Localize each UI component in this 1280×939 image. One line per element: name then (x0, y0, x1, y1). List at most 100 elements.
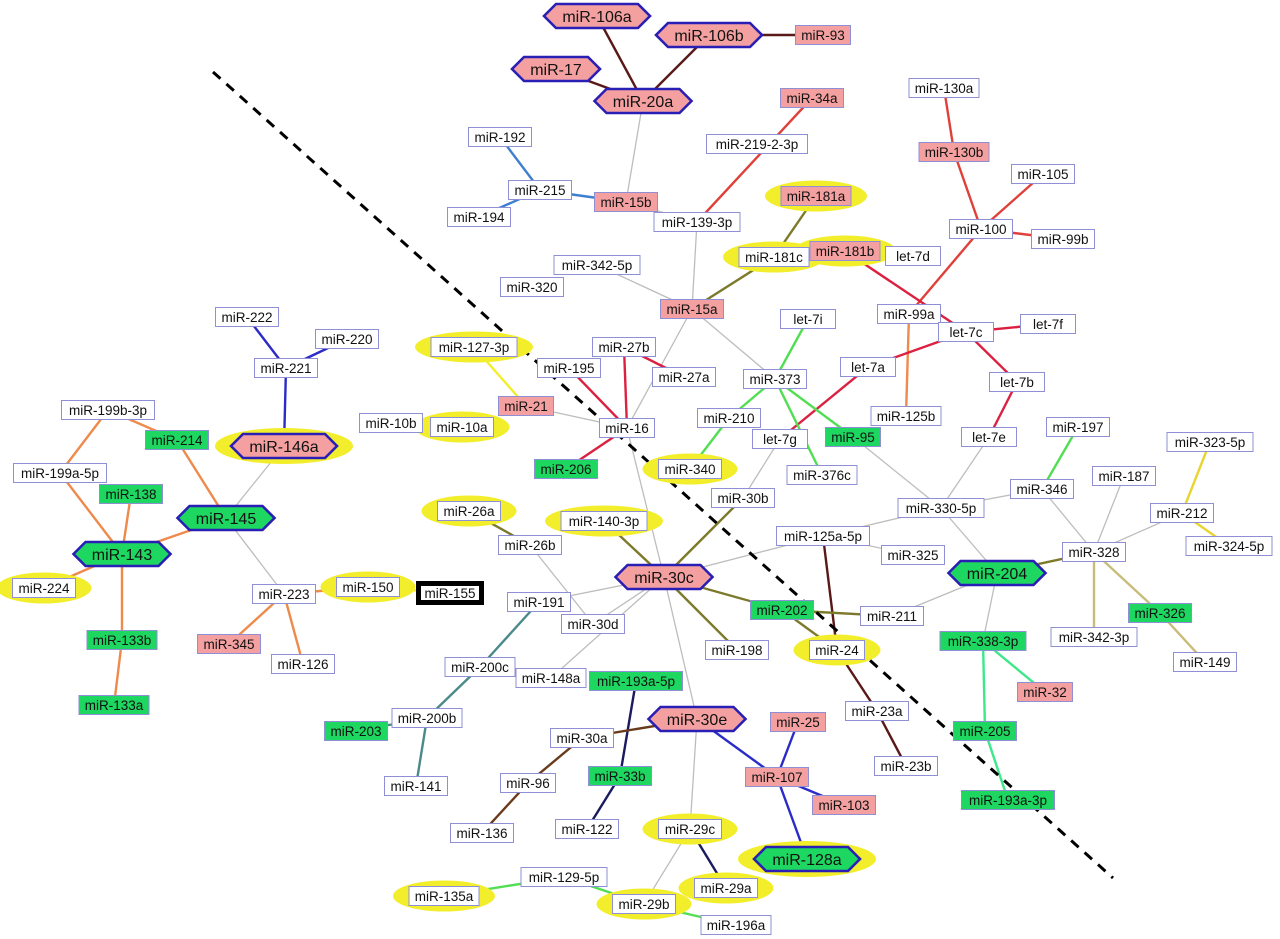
node-mir181c[interactable]: miR-181c (738, 247, 810, 267)
node-mir199a[interactable]: miR-199a-5p (13, 463, 107, 483)
node-mir17[interactable]: miR-17 (510, 55, 602, 83)
node-mir206[interactable]: miR-206 (534, 459, 598, 479)
node-mir130b[interactable]: miR-130b (918, 142, 990, 162)
node-let7f[interactable]: let-7f (1020, 314, 1076, 334)
node-mir220[interactable]: miR-220 (315, 329, 379, 349)
node-mir106a[interactable]: miR-106a (542, 2, 652, 30)
node-mir3423[interactable]: miR-342-3p (1050, 627, 1138, 647)
node-let7c[interactable]: let-7c (938, 322, 994, 342)
node-mir23b[interactable]: miR-23b (874, 756, 938, 776)
node-mir135a[interactable]: miR-135a (408, 886, 480, 906)
node-mir204[interactable]: miR-204 (946, 559, 1048, 587)
node-mir224[interactable]: miR-224 (12, 578, 76, 598)
node-mir10a[interactable]: miR-10a (430, 417, 494, 437)
node-mir1273[interactable]: miR-127-3p (430, 337, 518, 357)
node-mir3425[interactable]: miR-342-5p (553, 255, 641, 275)
node-mir212[interactable]: miR-212 (1150, 503, 1214, 523)
node-mir133b[interactable]: miR-133b (86, 630, 158, 650)
node-mir2192[interactable]: miR-219-2-3p (706, 134, 808, 154)
node-mir96[interactable]: miR-96 (500, 773, 556, 793)
node-mir27b[interactable]: miR-27b (592, 337, 656, 357)
node-mir196a[interactable]: miR-196a (700, 915, 772, 935)
node-mir197[interactable]: miR-197 (1046, 417, 1110, 437)
node-mir21[interactable]: miR-21 (498, 396, 554, 416)
node-mir194[interactable]: miR-194 (447, 207, 511, 227)
node-mir376c[interactable]: miR-376c (786, 465, 858, 485)
node-mir103[interactable]: miR-103 (812, 795, 876, 815)
node-mir1393[interactable]: miR-139-3p (653, 212, 741, 232)
node-mir200b[interactable]: miR-200b (391, 708, 463, 728)
node-mir29c[interactable]: miR-29c (658, 819, 722, 839)
node-mir10b[interactable]: miR-10b (359, 413, 423, 433)
node-mir34a[interactable]: miR-34a (780, 88, 844, 108)
node-let7e[interactable]: let-7e (961, 427, 1017, 447)
node-mir20a[interactable]: miR-20a (592, 87, 694, 115)
node-let7b[interactable]: let-7b (989, 372, 1045, 392)
node-mir130a[interactable]: miR-130a (908, 78, 980, 98)
node-mir210[interactable]: miR-210 (697, 408, 761, 428)
node-mir30a[interactable]: miR-30a (550, 728, 614, 748)
node-mir3305[interactable]: miR-330-5p (897, 498, 985, 518)
node-mir149[interactable]: miR-149 (1173, 652, 1237, 672)
node-mir148a[interactable]: miR-148a (515, 668, 587, 688)
node-let7g[interactable]: let-7g (752, 429, 808, 449)
node-mir126[interactable]: miR-126 (271, 654, 335, 674)
node-mir191[interactable]: miR-191 (507, 592, 571, 612)
node-mir202[interactable]: miR-202 (750, 600, 814, 620)
node-mir223[interactable]: miR-223 (252, 584, 316, 604)
node-mir345[interactable]: miR-345 (197, 634, 261, 654)
node-mir122[interactable]: miR-122 (555, 819, 619, 839)
node-mir1295[interactable]: miR-129-5p (520, 867, 608, 887)
node-mir25[interactable]: miR-25 (770, 712, 826, 732)
node-mir155[interactable]: miR-155 (416, 581, 484, 605)
node-mir106b[interactable]: miR-106b (654, 21, 764, 49)
node-mir150[interactable]: miR-150 (336, 577, 400, 597)
node-let7a[interactable]: let-7a (840, 357, 896, 377)
node-let7i[interactable]: let-7i (780, 309, 836, 329)
node-mir27a[interactable]: miR-27a (652, 367, 716, 387)
node-mir222[interactable]: miR-222 (215, 307, 279, 327)
node-mir205[interactable]: miR-205 (953, 721, 1017, 741)
node-mir32[interactable]: miR-32 (1017, 682, 1073, 702)
node-mir214[interactable]: miR-214 (145, 430, 209, 450)
node-mir145[interactable]: miR-145 (175, 504, 277, 532)
node-mir33b[interactable]: miR-33b (588, 766, 652, 786)
node-mir192[interactable]: miR-192 (468, 127, 532, 147)
node-mir328[interactable]: miR-328 (1062, 542, 1126, 562)
node-mir325[interactable]: miR-325 (881, 545, 945, 565)
node-mir30b[interactable]: miR-30b (711, 488, 775, 508)
node-mir1935[interactable]: miR-193a-5p (589, 671, 683, 691)
node-mir200c[interactable]: miR-200c (444, 657, 516, 677)
node-mir326[interactable]: miR-326 (1128, 603, 1192, 623)
node-mir16[interactable]: miR-16 (599, 418, 655, 438)
node-mir30e[interactable]: miR-30e (646, 705, 748, 733)
node-mir181a[interactable]: miR-181a (780, 186, 852, 206)
node-mir133a[interactable]: miR-133a (78, 695, 150, 715)
node-mir93[interactable]: miR-93 (795, 25, 851, 45)
node-mir30d[interactable]: miR-30d (561, 614, 625, 634)
node-mir95[interactable]: miR-95 (825, 427, 881, 447)
node-mir99b[interactable]: miR-99b (1031, 229, 1095, 249)
node-mir125b[interactable]: miR-125b (870, 406, 942, 426)
node-mir195[interactable]: miR-195 (537, 358, 601, 378)
node-mir100[interactable]: miR-100 (949, 219, 1013, 239)
node-mir99a[interactable]: miR-99a (877, 304, 941, 324)
node-mir15a[interactable]: miR-15a (660, 299, 724, 319)
node-mir26a[interactable]: miR-26a (437, 501, 501, 521)
node-mir346[interactable]: miR-346 (1010, 479, 1074, 499)
node-let7d[interactable]: let-7d (885, 246, 941, 266)
node-mir211[interactable]: miR-211 (860, 606, 924, 626)
node-mir1403[interactable]: miR-140-3p (560, 511, 648, 531)
node-mir23a[interactable]: miR-23a (845, 701, 909, 721)
node-mir198[interactable]: miR-198 (705, 640, 769, 660)
node-mir199b[interactable]: miR-199b-3p (61, 400, 155, 420)
node-mir221[interactable]: miR-221 (254, 358, 318, 378)
node-mir320[interactable]: miR-320 (500, 277, 564, 297)
node-mir3383[interactable]: miR-338-3p (939, 631, 1027, 651)
node-mir15b[interactable]: miR-15b (594, 192, 658, 212)
node-mir146a[interactable]: miR-146a (229, 432, 339, 460)
node-mir1255[interactable]: miR-125a-5p (776, 526, 870, 546)
node-mir30c[interactable]: miR-30c (613, 563, 715, 591)
node-mir136[interactable]: miR-136 (450, 823, 514, 843)
node-mir373[interactable]: miR-373 (743, 369, 807, 389)
